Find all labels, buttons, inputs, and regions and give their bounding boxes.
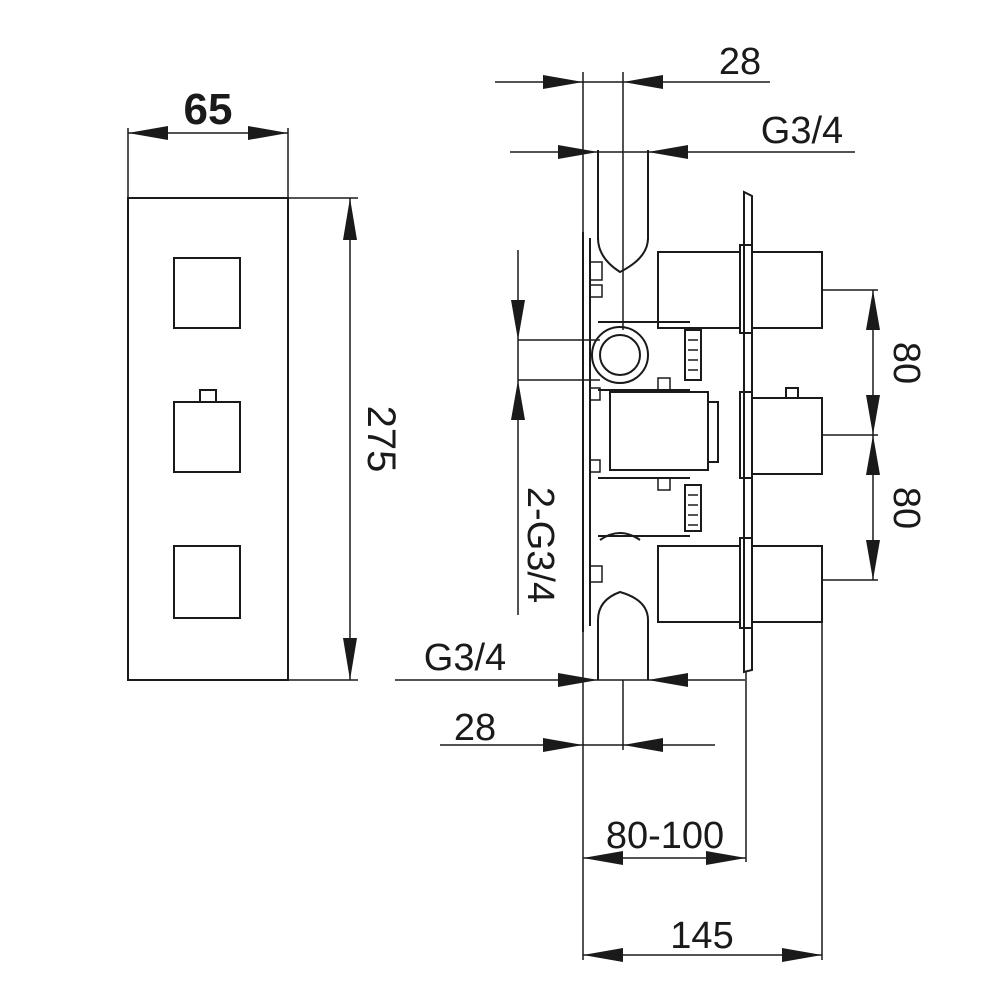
wall-depth-dimension: 80-100 [583, 672, 747, 865]
bottom-thread-label: G3/4 [424, 637, 506, 679]
spacing-dimensions: 80 80 [822, 289, 927, 581]
wall-depth-label: 80-100 [606, 815, 724, 857]
height-label: 275 [359, 406, 403, 473]
outlets-label: 2-G3/4 [519, 487, 561, 603]
wall-plate-side [743, 190, 753, 674]
bottom-pipe-size-dimension: 28 [440, 632, 715, 960]
outlets-dimension: 2-G3/4 [511, 250, 600, 615]
knob-top [173, 257, 241, 329]
total-depth-label: 145 [670, 915, 733, 957]
bottom-pipe-size-label: 28 [454, 707, 496, 749]
front-view: 65 275 [127, 85, 403, 681]
knob-middle-indicator [199, 389, 217, 403]
bottom-pipe [597, 590, 649, 680]
outlet-connector [591, 321, 702, 391]
knob-middle [173, 401, 241, 473]
upper-cartridge [657, 244, 823, 334]
total-depth-dimension: 145 [583, 622, 823, 962]
knob-bottom [173, 545, 241, 619]
top-thread-label: G3/4 [761, 110, 843, 152]
top-pipe-size-dimension: 28 [495, 41, 770, 330]
bottom-thread-dimension: G3/4 [395, 637, 745, 687]
lower-connector [598, 477, 702, 541]
top-thread-dimension: G3/4 [510, 110, 855, 159]
lower-cartridge [589, 537, 823, 629]
top-pipe-size-label: 28 [719, 41, 761, 83]
height-dimension: 275 [343, 198, 403, 680]
top-pipe [597, 150, 649, 274]
spacing-lower-label: 80 [885, 487, 927, 529]
spacing-upper-label: 80 [885, 342, 927, 384]
side-view: 28 G3/4 [395, 41, 927, 962]
width-label: 65 [184, 85, 233, 134]
middle-cartridge [589, 387, 823, 479]
cover-plate [127, 197, 289, 681]
width-dimension: 65 [128, 85, 288, 140]
